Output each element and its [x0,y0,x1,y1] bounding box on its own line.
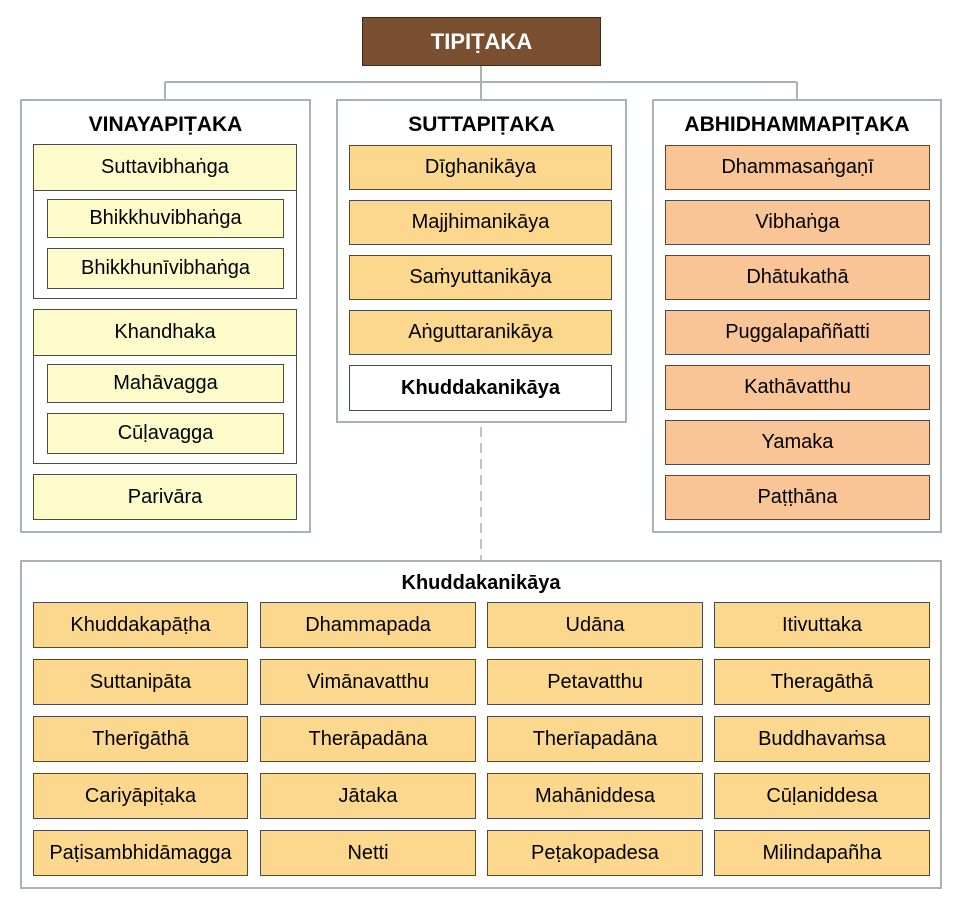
mahavagga-node: Mahāvagga [47,364,284,403]
khuddaka-item: Peṭakopadesa [487,830,703,876]
khuddaka-item: Dhammapada [260,602,476,648]
khuddaka-item: Khuddakapāṭha [33,602,248,648]
sutta-item: Aṅguttaranikāya [349,310,612,355]
abhidhamma-item: Puggalapaññatti [665,310,930,355]
khuddaka-item: Udāna [487,602,703,648]
tipitaka-root: TIPIṬAKA [362,17,601,66]
khuddaka-item: Therīgāthā [33,716,248,762]
khuddaka-item: Suttanipāta [33,659,248,705]
khuddaka-item: Cūḷaniddesa [714,773,930,819]
abhidhamma-item: Paṭṭhāna [665,475,930,520]
bhikkhunivibhanga-node: Bhikkhunīvibhaṅga [47,248,284,289]
khandhaka-label: Khandhaka [34,310,296,356]
sutta-item: Majjhimanikāya [349,200,612,245]
khuddaka-item: Itivuttaka [714,602,930,648]
abhidhamma-item: Yamaka [665,420,930,465]
khuddaka-title: Khuddakanikāya [401,572,561,594]
khuddaka-item: Cariyāpiṭaka [33,773,248,819]
parivara-node: Parivāra [33,474,297,520]
culavagga-node: Cūḷavagga [47,413,284,454]
abhidhamma-item: Dhātukathā [665,255,930,300]
khuddaka-item: Buddhavaṁsa [714,716,930,762]
sutta-title: SUTTAPIṬAKA [408,113,555,136]
khuddaka-item: Milindapañha [714,830,930,876]
abhidhamma-title: ABHIDHAMMAPIṬAKA [684,113,910,136]
abhidhamma-item: Dhammasaṅgaṇī [665,145,930,190]
khuddaka-item: Therāpadāna [260,716,476,762]
sutta-item: Saṁyuttanikāya [349,255,612,300]
khuddaka-item: Vimānavatthu [260,659,476,705]
abhidhamma-item: Kathāvatthu [665,365,930,410]
khuddaka-item: Theragāthā [714,659,930,705]
suttavibhanga-label: Suttavibhaṅga [34,145,296,191]
abhidhamma-item: Vibhaṅga [665,200,930,245]
sutta-item: Dīghanikāya [349,145,612,190]
khuddakanikaya-node: Khuddakanikāya [349,365,612,411]
vinaya-title: VINAYAPIṬAKA [88,113,243,136]
khuddaka-item: Mahāniddesa [487,773,703,819]
khuddaka-item: Petavatthu [487,659,703,705]
khuddaka-item: Therīapadāna [487,716,703,762]
bhikkhuvibhanga-node: Bhikkhuvibhaṅga [47,199,284,238]
khuddaka-item: Netti [260,830,476,876]
khuddaka-item: Jātaka [260,773,476,819]
khuddaka-item: Paṭisambhidāmagga [33,830,248,876]
